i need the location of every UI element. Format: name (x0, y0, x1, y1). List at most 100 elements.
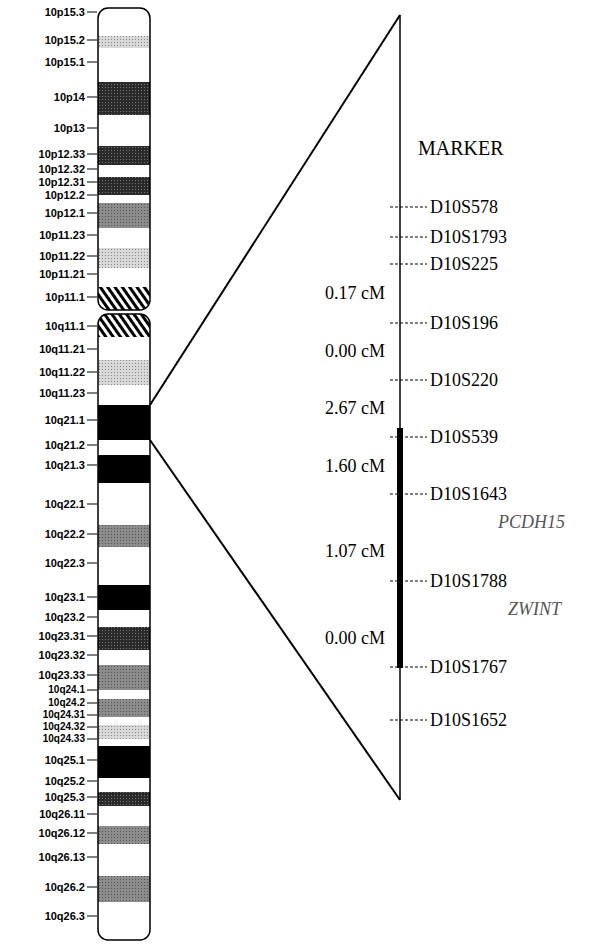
column-heading: MARKER (418, 138, 504, 158)
band-label: 10p11.22 (39, 251, 85, 262)
band-label: 10q24.33 (43, 734, 85, 744)
distance-label: 1.60 cM (325, 457, 385, 475)
band-label: 10q25.2 (45, 776, 85, 787)
band-tick (87, 703, 97, 704)
marker-name: D10S578 (430, 198, 498, 216)
band-label: 10p11.23 (39, 230, 85, 241)
marker-name: D10S196 (430, 314, 498, 332)
band-label: 10p12.31 (39, 177, 85, 188)
marker-tick (390, 323, 427, 324)
zoom-line (150, 440, 400, 800)
band-label: 10q11.22 (39, 367, 85, 378)
band-label: 10p15.3 (45, 7, 85, 18)
band-tick (87, 857, 97, 858)
marker-name: D10S1788 (430, 572, 507, 590)
p-arm-outline (98, 8, 150, 310)
distance-label: 0.00 cM (325, 342, 385, 360)
band-tick (87, 916, 97, 917)
band-label: 10p12.33 (39, 149, 85, 160)
band-label: 10q25.1 (45, 755, 85, 766)
marker-tick (390, 264, 427, 265)
band-label: 10p11.21 (39, 269, 85, 280)
band-label: 10p14 (54, 92, 85, 103)
band-tick (87, 715, 97, 716)
band-label: 10q23.32 (39, 650, 85, 661)
gene-name: PCDH15 (498, 513, 565, 531)
band-label: 10q24.32 (43, 722, 85, 732)
band-tick (87, 675, 97, 676)
marker-tick (390, 581, 427, 582)
band-tick (87, 97, 97, 98)
band-label: 10q22.1 (45, 499, 85, 510)
band-tick (87, 420, 97, 421)
band-label: 10q26.11 (39, 809, 85, 820)
band-label: 10q21.2 (45, 440, 85, 451)
band-tick (87, 128, 97, 129)
band-label: 10p12.2 (45, 190, 85, 201)
distance-label: 0.17 cM (325, 284, 385, 302)
band-label: 10q23.2 (45, 612, 85, 623)
band-label: 10q25.3 (45, 792, 85, 803)
band-tick (87, 814, 97, 815)
band-tick (87, 797, 97, 798)
band-label: 10q11.21 (39, 344, 85, 355)
band-tick (87, 169, 97, 170)
band-label: 10q26.12 (39, 828, 85, 839)
map-axis (399, 15, 401, 800)
band-tick (87, 597, 97, 598)
critical-region-bar (397, 428, 403, 668)
marker-name: D10S220 (430, 371, 498, 389)
band-tick (87, 534, 97, 535)
marker-name: D10S1793 (430, 228, 507, 246)
band-tick (87, 274, 97, 275)
band-tick (87, 617, 97, 618)
marker-name: D10S539 (430, 428, 498, 446)
band-label: 10q26.3 (45, 911, 85, 922)
band-label: 10q26.13 (39, 852, 85, 863)
band-tick (87, 781, 97, 782)
band-label: 10q23.31 (39, 631, 85, 642)
band-tick (87, 636, 97, 637)
band-tick (87, 326, 97, 327)
band-label: 10q26.2 (45, 882, 85, 893)
distance-label: 2.67 cM (325, 399, 385, 417)
band-label: 10p12.1 (45, 208, 85, 219)
band-tick (87, 195, 97, 196)
band-tick (87, 213, 97, 214)
band-label: 10q22.3 (45, 558, 85, 569)
marker-tick (390, 207, 427, 208)
band-label: 10q24.31 (43, 710, 85, 720)
marker-name: D10S225 (430, 255, 498, 273)
marker-name: D10S1652 (430, 711, 507, 729)
band-tick (87, 40, 97, 41)
band-tick (87, 297, 97, 298)
band-tick (87, 727, 97, 728)
band-tick (87, 372, 97, 373)
distance-label: 0.00 cM (325, 629, 385, 647)
q-arm-outline (98, 314, 150, 940)
band-label: 10p15.2 (45, 35, 85, 46)
band-tick (87, 739, 97, 740)
marker-tick (390, 437, 427, 438)
band-tick (87, 393, 97, 394)
gene-name: ZWINT (508, 600, 561, 618)
band-tick (87, 887, 97, 888)
band-tick (87, 62, 97, 63)
band-label: 10q21.1 (45, 415, 85, 426)
band-label: 10p13 (54, 123, 85, 134)
chromosome-bands (98, 8, 150, 940)
band-tick (87, 445, 97, 446)
band-label: 10q21.3 (45, 460, 85, 471)
band-tick (87, 12, 97, 13)
band-tick (87, 690, 97, 691)
marker-name: D10S1643 (430, 485, 507, 503)
marker-tick (390, 720, 427, 721)
distance-label: 1.07 cM (325, 542, 385, 560)
band-label: 10p15.1 (45, 57, 85, 68)
band-label: 10q11.23 (39, 388, 85, 399)
band-label: 10q11.1 (45, 321, 85, 332)
marker-name: D10S1767 (430, 658, 507, 676)
marker-tick (390, 237, 427, 238)
band-label: 10q23.1 (45, 592, 85, 603)
band-label: 10p12.32 (39, 164, 85, 175)
